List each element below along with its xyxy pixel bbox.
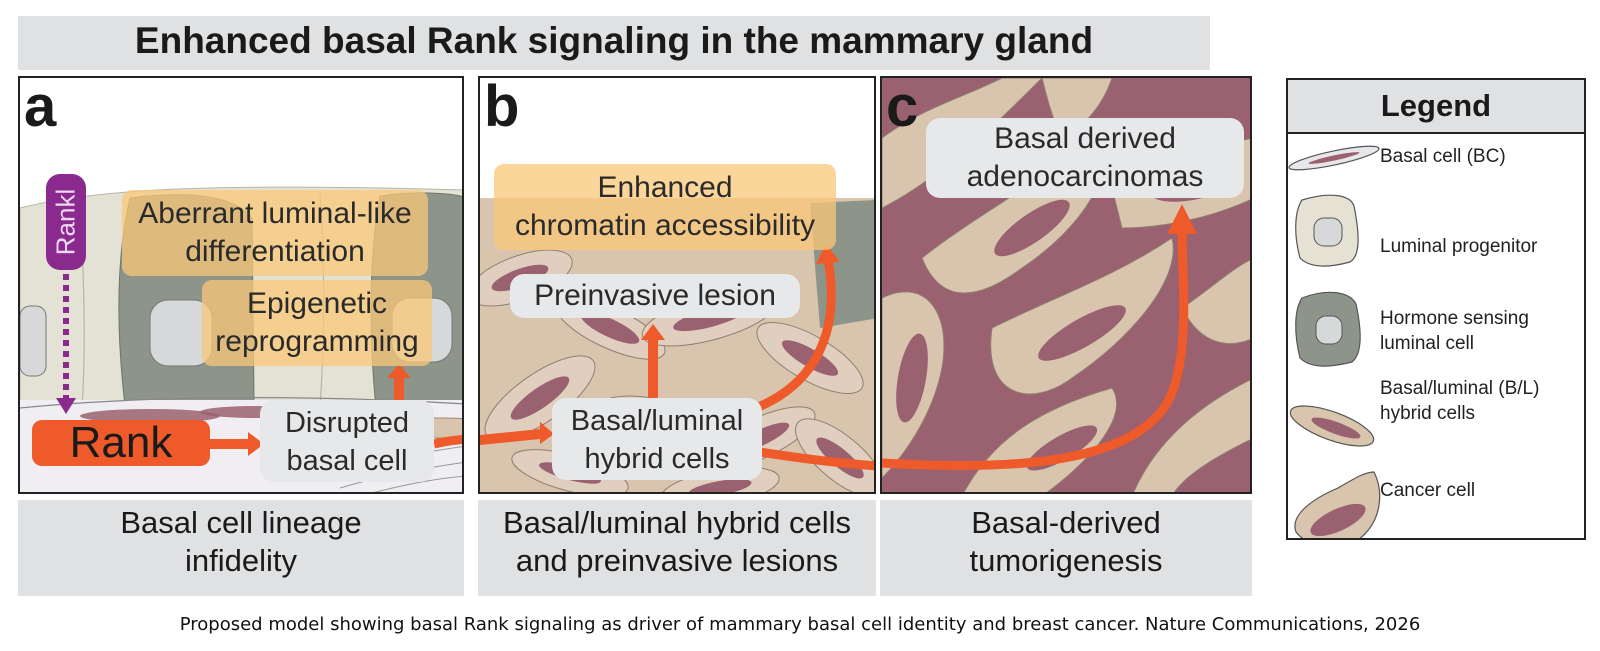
disrupted-basal-cell-box: Disrupted basal cell	[260, 400, 434, 482]
adenocarcinomas-box: Basal derived adenocarcinomas	[926, 118, 1244, 198]
epigenetic-reprogramming-box: Epigenetic reprogramming	[202, 280, 432, 366]
hybrid-cell-icon	[1289, 405, 1375, 447]
panel-c-caption-bar: Basal-derived tumorigenesis	[880, 500, 1252, 596]
rankl-label: Rankl	[50, 188, 81, 256]
panel-b-caption: Basal/luminal hybrid cells and preinvasi…	[502, 505, 852, 578]
hormone-sensing-cell-icon	[1295, 291, 1361, 367]
chromatin-accessibility-box: Enhanced chromatin accessibility	[494, 164, 836, 250]
legend-label-basal: Basal cell (BC)	[1380, 146, 1506, 167]
panel-b-letter: b	[484, 76, 520, 139]
panel-a-caption: Basal cell lineage infidelity	[120, 505, 362, 578]
panel-a-letter: a	[24, 76, 57, 139]
title-bar: Enhanced basal Rank signaling in the mam…	[18, 16, 1210, 70]
panel-c: c Basal derived adenocarcinomas	[880, 76, 1252, 494]
cancer-cell-icon	[1294, 471, 1381, 538]
diagram-title: Enhanced basal Rank signaling in the mam…	[134, 20, 1094, 61]
rank-receptor-box: Rank	[32, 420, 210, 466]
luminal-progenitor-icon	[1295, 194, 1359, 267]
hybrid-cells-box: Basal/luminal hybrid cells	[552, 398, 762, 480]
legend-label-progenitor: Luminal progenitor	[1380, 236, 1538, 257]
panel-b-caption-bar: Basal/luminal hybrid cells and preinvasi…	[478, 500, 876, 596]
panel-b: b Enhanced chromatin accessibility Prein…	[478, 76, 876, 494]
legend: Legend Basal cell (BC) Luminal progenito…	[1286, 78, 1586, 540]
panel-c-caption: Basal-derived tumorigenesis	[969, 505, 1163, 578]
panel-c-letter: c	[886, 76, 919, 139]
legend-title: Legend	[1288, 80, 1584, 134]
legend-label-hormone: Hormone sensing luminal cell	[1380, 308, 1529, 354]
panel-a-caption-bar: Basal cell lineage infidelity	[18, 500, 464, 596]
preinvasive-lesion-box: Preinvasive lesion	[510, 274, 800, 318]
figure-footnote: Proposed model showing basal Rank signal…	[179, 614, 1421, 635]
legend-icons	[1288, 145, 1381, 538]
aberrant-differentiation-box: Aberrant luminal-like differentiation	[122, 190, 428, 276]
rankl-pill	[46, 174, 86, 270]
panel-a: a Rankl Aberrant luminal-like differenti…	[18, 76, 464, 494]
basal-cell-icon	[1288, 145, 1380, 171]
legend-label-hybrid: Basal/luminal (B/L) hybrid cells	[1380, 378, 1540, 424]
legend-label-cancer: Cancer cell	[1380, 480, 1476, 501]
